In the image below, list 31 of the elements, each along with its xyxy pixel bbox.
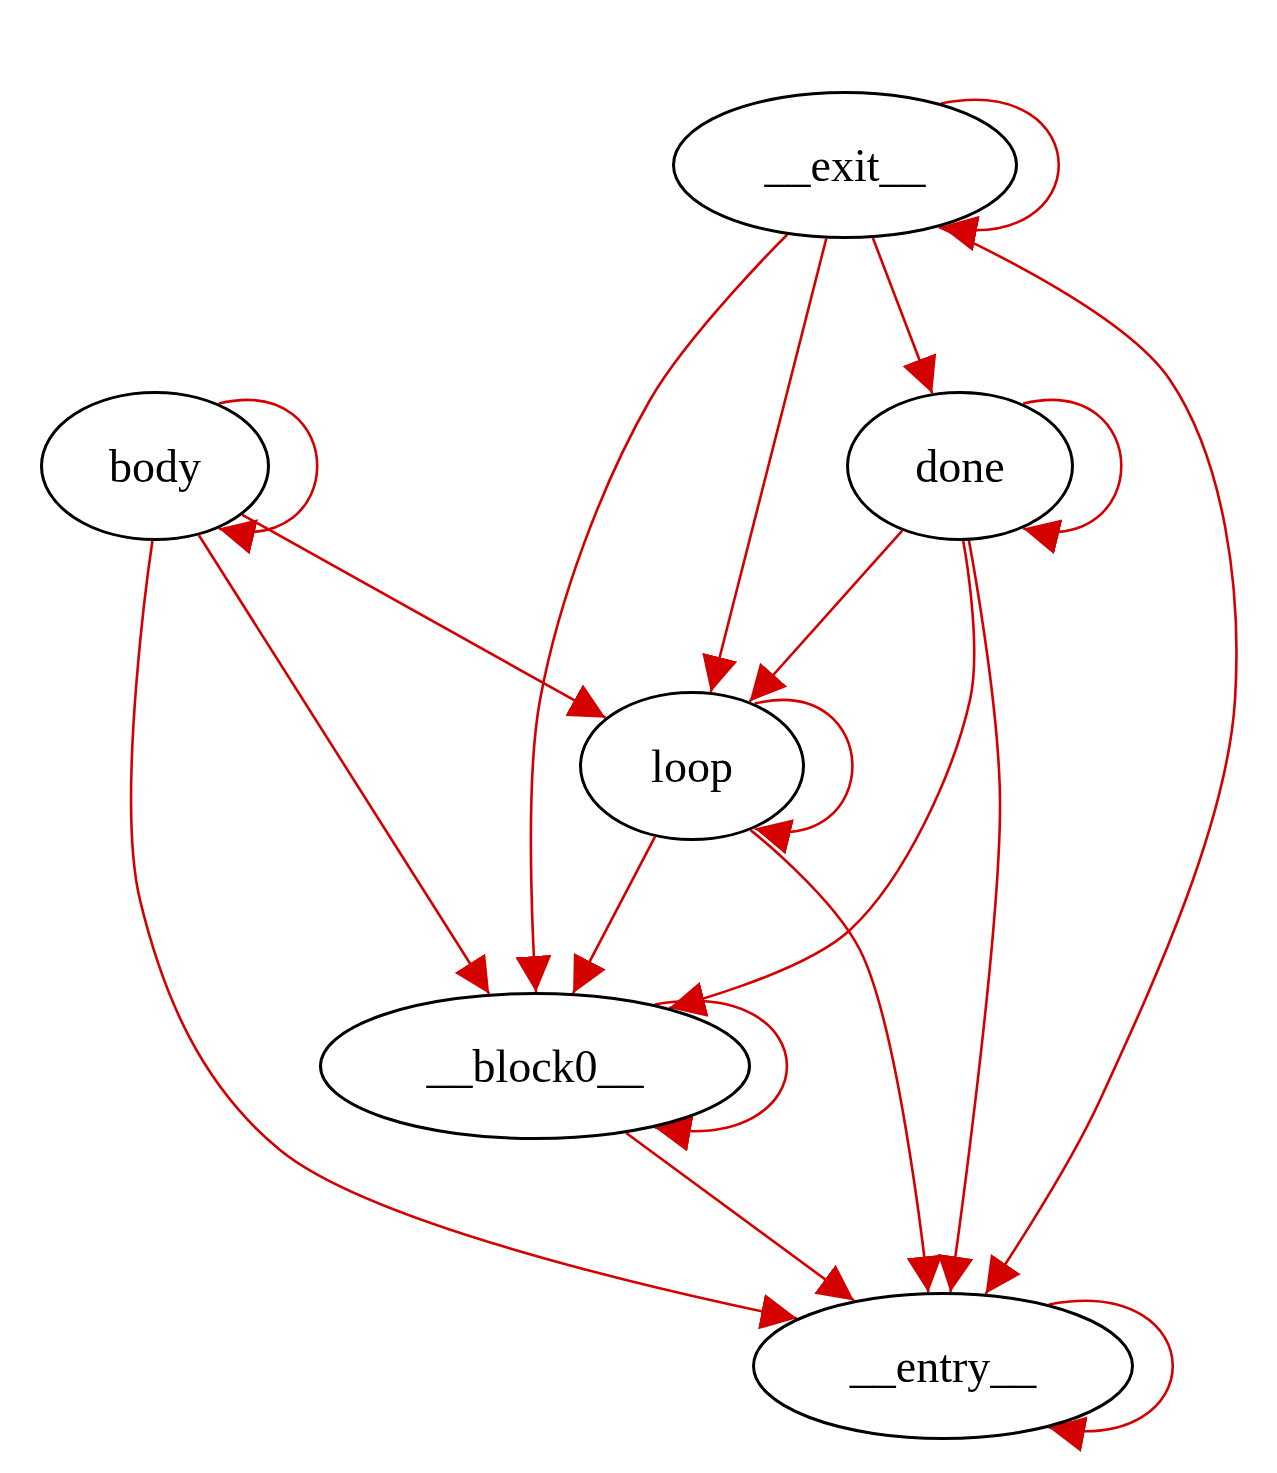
self-loop-arrow <box>940 98 1060 248</box>
ellipse-node <box>579 691 805 841</box>
node-label: __entry__ <box>849 1339 1037 1393</box>
arrow <box>748 529 904 703</box>
self-loop-arrow <box>754 698 854 851</box>
ellipse-node <box>672 91 1018 239</box>
arrow <box>938 225 1238 1295</box>
arrow <box>625 1132 855 1302</box>
ellipse-node <box>319 992 751 1140</box>
node-label: done <box>915 439 1005 493</box>
ellipse-node <box>846 391 1074 541</box>
arrow <box>241 513 607 719</box>
arrow <box>571 836 657 994</box>
arrow <box>702 238 828 693</box>
arrow <box>668 540 976 1017</box>
arrow <box>749 829 943 1293</box>
ellipse-node <box>752 1292 1134 1440</box>
arrow <box>871 237 937 394</box>
arrow <box>937 540 1002 1293</box>
self-loop-arrow <box>654 999 788 1149</box>
self-loop-arrow <box>1023 398 1123 551</box>
node-label: __block0__ <box>426 1039 644 1093</box>
self-loop-arrow <box>1048 1299 1174 1449</box>
arrow <box>197 534 491 995</box>
ellipse-node <box>40 391 270 541</box>
node-label: body <box>109 439 201 493</box>
node-label: __exit__ <box>764 138 926 192</box>
arrow <box>129 540 798 1330</box>
node-label: loop <box>651 739 733 793</box>
arrow <box>515 233 789 993</box>
self-loop-arrow <box>218 398 319 551</box>
